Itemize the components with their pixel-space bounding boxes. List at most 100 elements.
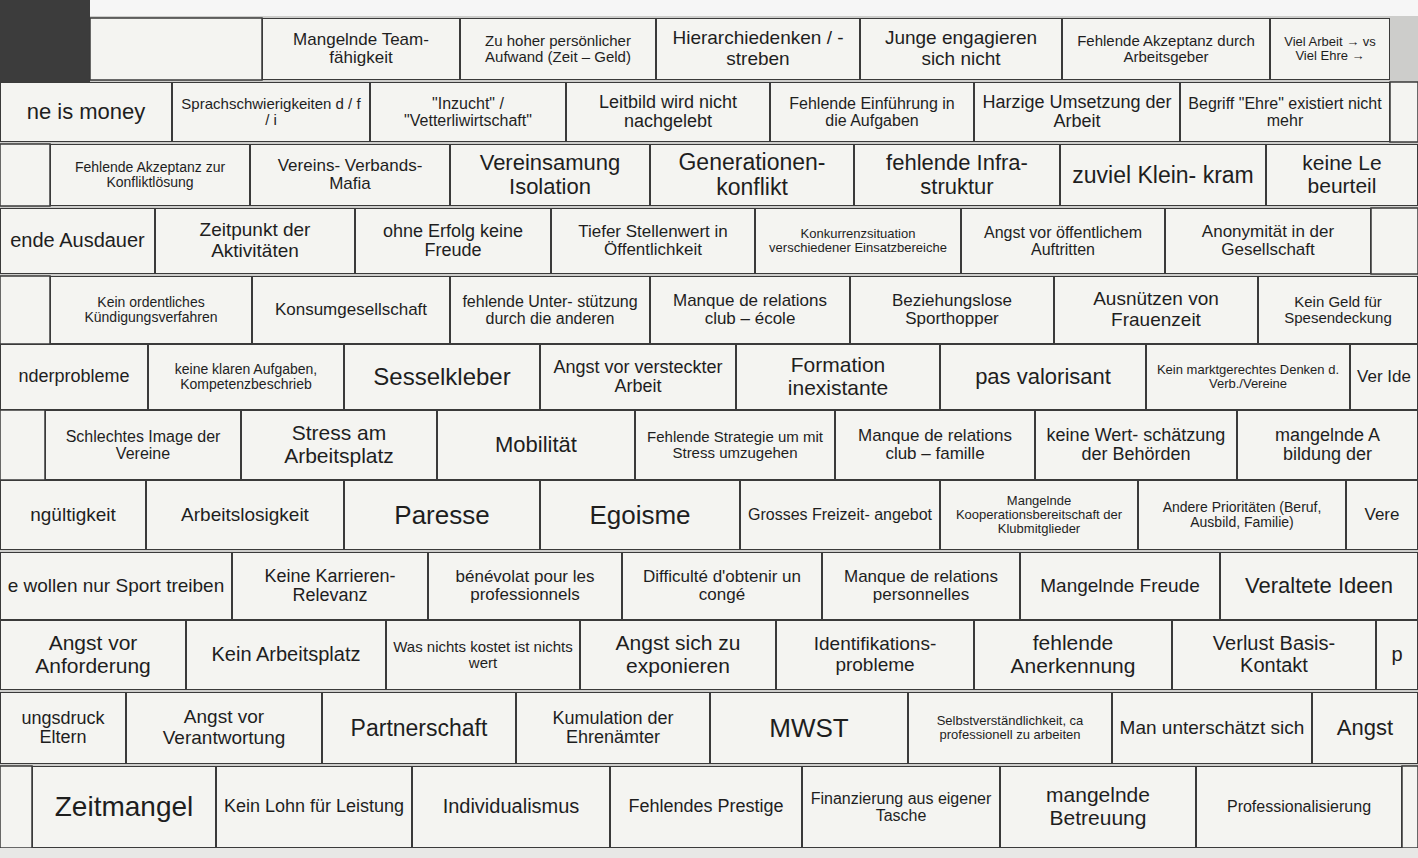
card-text: Grosses Freizeit- angebot (748, 506, 932, 523)
card-text: ne is money (27, 100, 146, 124)
idea-card: Man unterschätzt sich (1112, 692, 1312, 764)
idea-card: ohne Erfolg keine Freude (355, 208, 551, 274)
idea-card: Manque de relations personnelles (822, 552, 1020, 620)
card-text: Hierarchiedenken / -streben (663, 28, 853, 69)
idea-card: Identifikations- probleme (776, 620, 974, 690)
card-text: Man unterschätzt sich (1120, 718, 1305, 739)
card-text: Harzige Umsetzung der Arbeit (981, 93, 1173, 132)
card-text: Angst (1337, 716, 1393, 740)
idea-card: Harzige Umsetzung der Arbeit (974, 82, 1180, 142)
card-text: Kein Geld für Spesendeckung (1265, 294, 1411, 326)
card-text: Angst sich zu exponieren (587, 632, 769, 677)
idea-card: Arbeitslosigkeit (146, 480, 344, 550)
card-text: Fehlende Strategie um mit Stress umzugeh… (642, 429, 828, 461)
card-text: Fehlende Akzeptanz zur Konfliktlösung (57, 160, 243, 190)
card-text: Vereins- Verbands-Mafia (257, 157, 443, 194)
card-text: Fehlendes Prestige (628, 797, 783, 816)
idea-card: Mangelnde Team- fähigkeit (262, 18, 460, 80)
idea-card: Egoisme (540, 480, 740, 550)
idea-card: ungsdruck Eltern (0, 692, 126, 764)
idea-card: Fehlende Strategie um mit Stress umzugeh… (635, 410, 835, 480)
idea-card: keine klaren Aufgaben, Kompetenzbeschrie… (148, 344, 344, 410)
idea-card: Paresse (344, 480, 540, 550)
idea-card: ngültigkeit (0, 480, 146, 550)
idea-card: keine Le beurteil (1266, 144, 1418, 206)
card-text: Veraltete Ideen (1245, 574, 1393, 598)
card-text: Beziehungslose Sporthopper (857, 292, 1047, 329)
idea-card: Mangelnde Kooperationsbereitschaft der K… (940, 480, 1138, 550)
card-text: keine Wert- schätzung der Behörden (1042, 426, 1230, 465)
idea-card: Andere Prioritäten (Beruf, Ausbild, Fami… (1138, 480, 1346, 550)
idea-card: Fehlende Akzeptanz durch Arbeitsgeber (1062, 18, 1270, 80)
card-text: Schlechtes Image der Vereine (52, 428, 234, 463)
card-text: Angst vor Anforderung (7, 632, 179, 677)
card-text: Konsumgesellschaft (275, 301, 427, 319)
card-text: Kein ordentliches Kündigungsverfahren (57, 295, 245, 325)
card-text: keine klaren Aufgaben, Kompetenzbeschrie… (155, 362, 337, 392)
card-text: Sprachschwierigkeiten d / f / i (179, 96, 363, 128)
card-text: Formation inexistante (743, 354, 933, 399)
card-text: Kein Lohn für Leistung (224, 797, 404, 816)
card-text: Kein marktgerechtes Denken d. Verb./Vere… (1153, 363, 1343, 391)
idea-card: Kein ordentliches Kündigungsverfahren (50, 276, 252, 344)
card-text: zuviel Klein- kram (1072, 163, 1254, 188)
idea-card: Kein Geld für Spesendeckung (1258, 276, 1418, 344)
card-text: Mangelnde Kooperationsbereitschaft der K… (947, 494, 1131, 536)
idea-card: Leitbild wird nicht nachgelebt (566, 82, 770, 142)
card-text: Sesselkleber (373, 364, 510, 390)
idea-card: Professionalisierung (1196, 766, 1402, 848)
idea-card: Konkurrenzsituation verschiedener Einsat… (755, 208, 961, 274)
idea-card: Kein Arbeitsplatz (186, 620, 386, 690)
card-text: fehlende Anerkennung (981, 632, 1165, 677)
card-text: Manque de relations personnelles (829, 568, 1013, 605)
idea-card: zuviel Klein- kram (1060, 144, 1266, 206)
idea-card: Keine Karrieren- Relevanz (232, 552, 428, 620)
card-text: Identifikations- probleme (783, 634, 967, 675)
idea-card: Kein Lohn für Leistung (216, 766, 412, 848)
card-text: Konkurrenzsituation verschiedener Einsat… (762, 227, 954, 255)
idea-card: "Inzucht" / "Vetterliwirtschaft" (370, 82, 566, 142)
card-text: Fehlende Einführung in die Aufgaben (777, 95, 967, 130)
card-text: Ausnützen von Frauenzeit (1061, 289, 1251, 330)
card-text: Vereinsamung Isolation (457, 151, 643, 199)
idea-card: Zeitmangel (32, 766, 216, 848)
blank-card (90, 18, 262, 80)
idea-card: Viel Arbeit → vs Viel Ehre → (1270, 18, 1390, 80)
idea-card: Anonymität in der Gesellschaft (1165, 208, 1371, 274)
card-text: Anonymität in der Gesellschaft (1172, 223, 1364, 260)
card-text: Ver Ide (1357, 368, 1411, 386)
top-strip (0, 0, 1418, 16)
idea-card: pas valorisant (940, 344, 1146, 410)
card-text: fehlende Unter- stützung durch die ander… (457, 293, 643, 328)
blank-card (0, 276, 50, 344)
idea-card: Individualismus (412, 766, 610, 848)
idea-card: Mobilität (437, 410, 635, 480)
card-text: Difficulté d'obtenir un congé (629, 568, 815, 605)
idea-card: nderprobleme (0, 344, 148, 410)
idea-card: Kein marktgerechtes Denken d. Verb./Vere… (1146, 344, 1350, 410)
card-text: Arbeitslosigkeit (181, 505, 309, 526)
card-text: Zeitpunkt der Aktivitäten (162, 220, 348, 261)
card-text: Leitbild wird nicht nachgelebt (573, 93, 763, 132)
card-text: Generationen- konflikt (657, 150, 847, 200)
card-text: Angst vor öffentlichem Auftritten (968, 224, 1158, 259)
card-text: Tiefer Stellenwert in Öffentlichkeit (558, 223, 748, 260)
idea-card: bénévolat pour les professionnels (428, 552, 622, 620)
idea-card: Vereinsamung Isolation (450, 144, 650, 206)
idea-card: Selbstverständlichkeit, ca professionell… (908, 692, 1112, 764)
blank-card (0, 144, 50, 206)
card-text: Manque de relations club – famille (842, 427, 1028, 464)
card-text: Mangelnde Freude (1040, 576, 1200, 597)
card-text: Selbstverständlichkeit, ca professionell… (915, 714, 1105, 742)
card-text: Stress am Arbeitsplatz (248, 422, 430, 467)
dark-corner (0, 0, 90, 82)
idea-card: Schlechtes Image der Vereine (45, 410, 241, 480)
idea-card: Fehlende Einführung in die Aufgaben (770, 82, 974, 142)
idea-card: Manque de relations club – famille (835, 410, 1035, 480)
card-text: Kumulation der Ehrenämter (523, 709, 703, 748)
card-text: "Inzucht" / "Vetterliwirtschaft" (377, 95, 559, 130)
card-text: ohne Erfolg keine Freude (362, 222, 544, 261)
idea-card: Begriff "Ehre" existiert nicht mehr (1180, 82, 1390, 142)
idea-card: Vere (1346, 480, 1418, 550)
idea-card: Kumulation der Ehrenämter (516, 692, 710, 764)
